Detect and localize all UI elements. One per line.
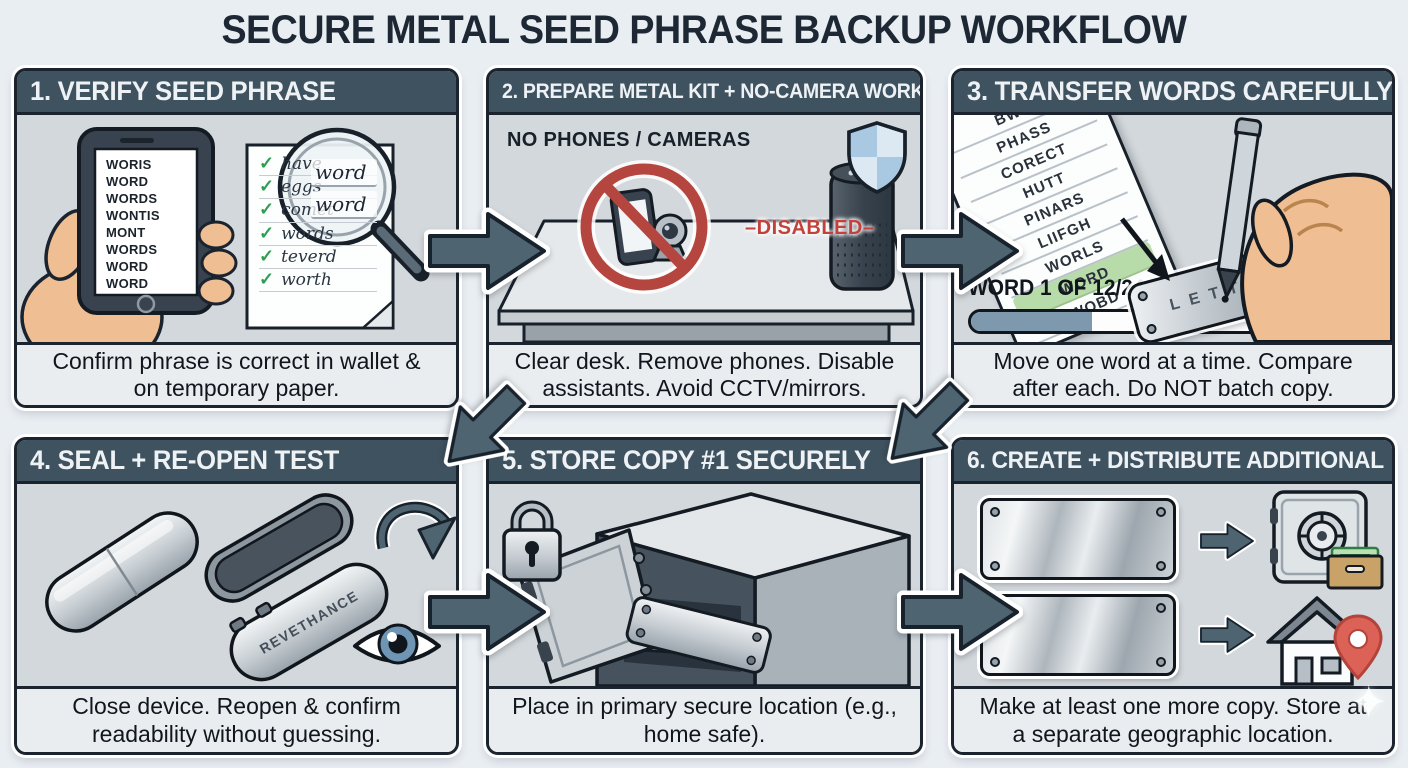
checklist-item: ✓teverd bbox=[259, 246, 377, 269]
padlock-icon bbox=[502, 500, 562, 582]
no-phones-label: NO PHONES / CAMERAS bbox=[507, 129, 751, 151]
check-icon: ✓ bbox=[259, 153, 275, 173]
phone-word: WORD bbox=[106, 276, 149, 291]
house-icon bbox=[1266, 596, 1383, 686]
finger-tips bbox=[197, 220, 238, 306]
page-title: SECURE METAL SEED PHRASE BACKUP WORKFLOW bbox=[221, 8, 1187, 52]
panel-4-content: REVETHANCE bbox=[17, 484, 456, 686]
panel-2-content: NO PHONES / CAMERAS –DISABLED– bbox=[489, 115, 920, 342]
eye-icon bbox=[353, 623, 441, 665]
panel-6-heading: 6. CREATE + DISTRIBUTE ADDITIONAL bbox=[967, 446, 1384, 474]
panel-1-header: 1. VERIFY SEED PHRASE bbox=[17, 71, 456, 115]
desk bbox=[497, 219, 915, 342]
arrow-to-house-icon bbox=[1188, 614, 1266, 656]
panel-3-caption: Move one word at a time. Compare after e… bbox=[954, 342, 1392, 405]
verify-illustration bbox=[20, 127, 430, 342]
arrow-to-safe-icon bbox=[1188, 520, 1266, 562]
flow-arrow-2-to-3 bbox=[897, 205, 1023, 297]
progress-fill bbox=[971, 312, 1092, 331]
panel-distribute-copies: 6. CREATE + DISTRIBUTE ADDITIONAL bbox=[951, 437, 1395, 755]
panel-transfer-words: 3. TRANSFER WORDS CAREFULLY BWO PHASS CO… bbox=[951, 68, 1395, 408]
panel-2-caption: Clear desk. Remove phones. Disable assis… bbox=[489, 342, 920, 405]
checklist-item: ✓worth bbox=[259, 268, 377, 293]
panel-verify-seed-phrase: 1. VERIFY SEED PHRASE bbox=[14, 68, 459, 408]
phone-word: WORIS bbox=[106, 157, 152, 172]
magnified-words: word word bbox=[311, 159, 377, 223]
magnifier-icon bbox=[277, 127, 430, 282]
panel-6-header: 6. CREATE + DISTRIBUTE ADDITIONAL bbox=[954, 440, 1392, 484]
panel-seal-reopen-test: 4. SEAL + RE-OPEN TEST bbox=[14, 437, 459, 755]
panel-5-header: 5. STORE COPY #1 SECURELY bbox=[489, 440, 920, 484]
panel-1-caption: Confirm phrase is correct in wallet & on… bbox=[17, 342, 456, 405]
panel-prepare-workspace: 2. PREPARE METAL KIT + NO-CAMERA WORKSPA… bbox=[486, 68, 923, 408]
check-icon: ✓ bbox=[259, 176, 275, 197]
open-capsule-lid bbox=[204, 493, 354, 603]
progress-label: WORD 1 OF 12/24 bbox=[968, 275, 1145, 300]
capsule-illustration: REVETHANCE bbox=[45, 493, 456, 682]
panel-6-caption: Make at least one more copy. Store at a … bbox=[954, 676, 1392, 752]
panel-store-copy-securely: 5. STORE COPY #1 SECURELY bbox=[486, 437, 923, 755]
phone-word: WORDS bbox=[106, 191, 158, 206]
panel-1-heading: 1. VERIFY SEED PHRASE bbox=[30, 76, 336, 106]
cash-box-icon bbox=[1326, 546, 1384, 590]
panel-3-heading: 3. TRANSFER WORDS CAREFULLY bbox=[967, 76, 1392, 106]
location-pin-icon bbox=[1333, 614, 1383, 681]
open-capsule-base: REVETHANCE bbox=[229, 562, 389, 682]
small-safe-icon bbox=[1270, 490, 1384, 590]
panel-3-header: 3. TRANSFER WORDS CAREFULLY bbox=[954, 71, 1392, 115]
phone-word: MONT bbox=[106, 225, 146, 240]
panel-2-heading: 2. PREPARE METAL KIT + NO-CAMERA WORKSPA… bbox=[502, 79, 920, 103]
workspace-illustration bbox=[497, 121, 915, 342]
home-safe-icon bbox=[517, 492, 911, 686]
panel-5-caption: Place in primary secure location (e.g., … bbox=[489, 686, 920, 752]
check-icon: ✓ bbox=[259, 268, 275, 289]
check-icon: ✓ bbox=[259, 245, 275, 266]
metal-plate-in-safe bbox=[625, 596, 772, 674]
panel-5-content bbox=[489, 484, 920, 686]
checklist-item: ✓words bbox=[259, 223, 377, 246]
safe-illustration bbox=[502, 492, 911, 686]
panel-4-header: 4. SEAL + RE-OPEN TEST bbox=[17, 440, 456, 484]
check-icon: ✓ bbox=[259, 199, 275, 220]
phone-word-list: WORIS WORD WORDS WONTIS MONT WORDS WORD … bbox=[106, 156, 192, 292]
check-icon: ✓ bbox=[259, 222, 275, 243]
closed-capsule-icon bbox=[45, 511, 199, 633]
flow-arrow-1-to-2 bbox=[424, 205, 550, 297]
hand-with-engraving-pen-icon bbox=[1216, 117, 1392, 342]
reopen-arrow-icon bbox=[374, 500, 456, 560]
phone-word: WONTIS bbox=[106, 208, 160, 223]
flow-arrow-4-to-5 bbox=[424, 566, 550, 658]
panel-6-content bbox=[954, 484, 1392, 686]
metal-plate-copy-1 bbox=[980, 498, 1176, 580]
phone-word: WORDS bbox=[106, 242, 158, 257]
panel-1-content: WORIS WORD WORDS WONTIS MONT WORDS WORD … bbox=[17, 115, 456, 342]
flow-arrow-5-to-6 bbox=[897, 566, 1023, 658]
panel-3-content: BWO PHASS CORECT HUTT PINARS LIIFGH WORL… bbox=[954, 115, 1392, 342]
panel-4-caption: Close device. Reopen & confirm readabili… bbox=[17, 686, 456, 752]
phone-word: WORD bbox=[106, 174, 149, 189]
no-phones-cameras-icon bbox=[577, 160, 711, 294]
assistant-disabled-badge: –DISABLED– bbox=[745, 217, 875, 239]
phone-word: WORD bbox=[106, 259, 149, 274]
panel-5-heading: 5. STORE COPY #1 SECURELY bbox=[502, 445, 871, 475]
smartphone-icon bbox=[77, 127, 215, 315]
transfer-illustration bbox=[1120, 117, 1392, 342]
copy-arrow bbox=[1120, 217, 1170, 281]
panel-4-heading: 4. SEAL + RE-OPEN TEST bbox=[30, 445, 339, 475]
panel-2-header: 2. PREPARE METAL KIT + NO-CAMERA WORKSPA… bbox=[489, 71, 920, 115]
